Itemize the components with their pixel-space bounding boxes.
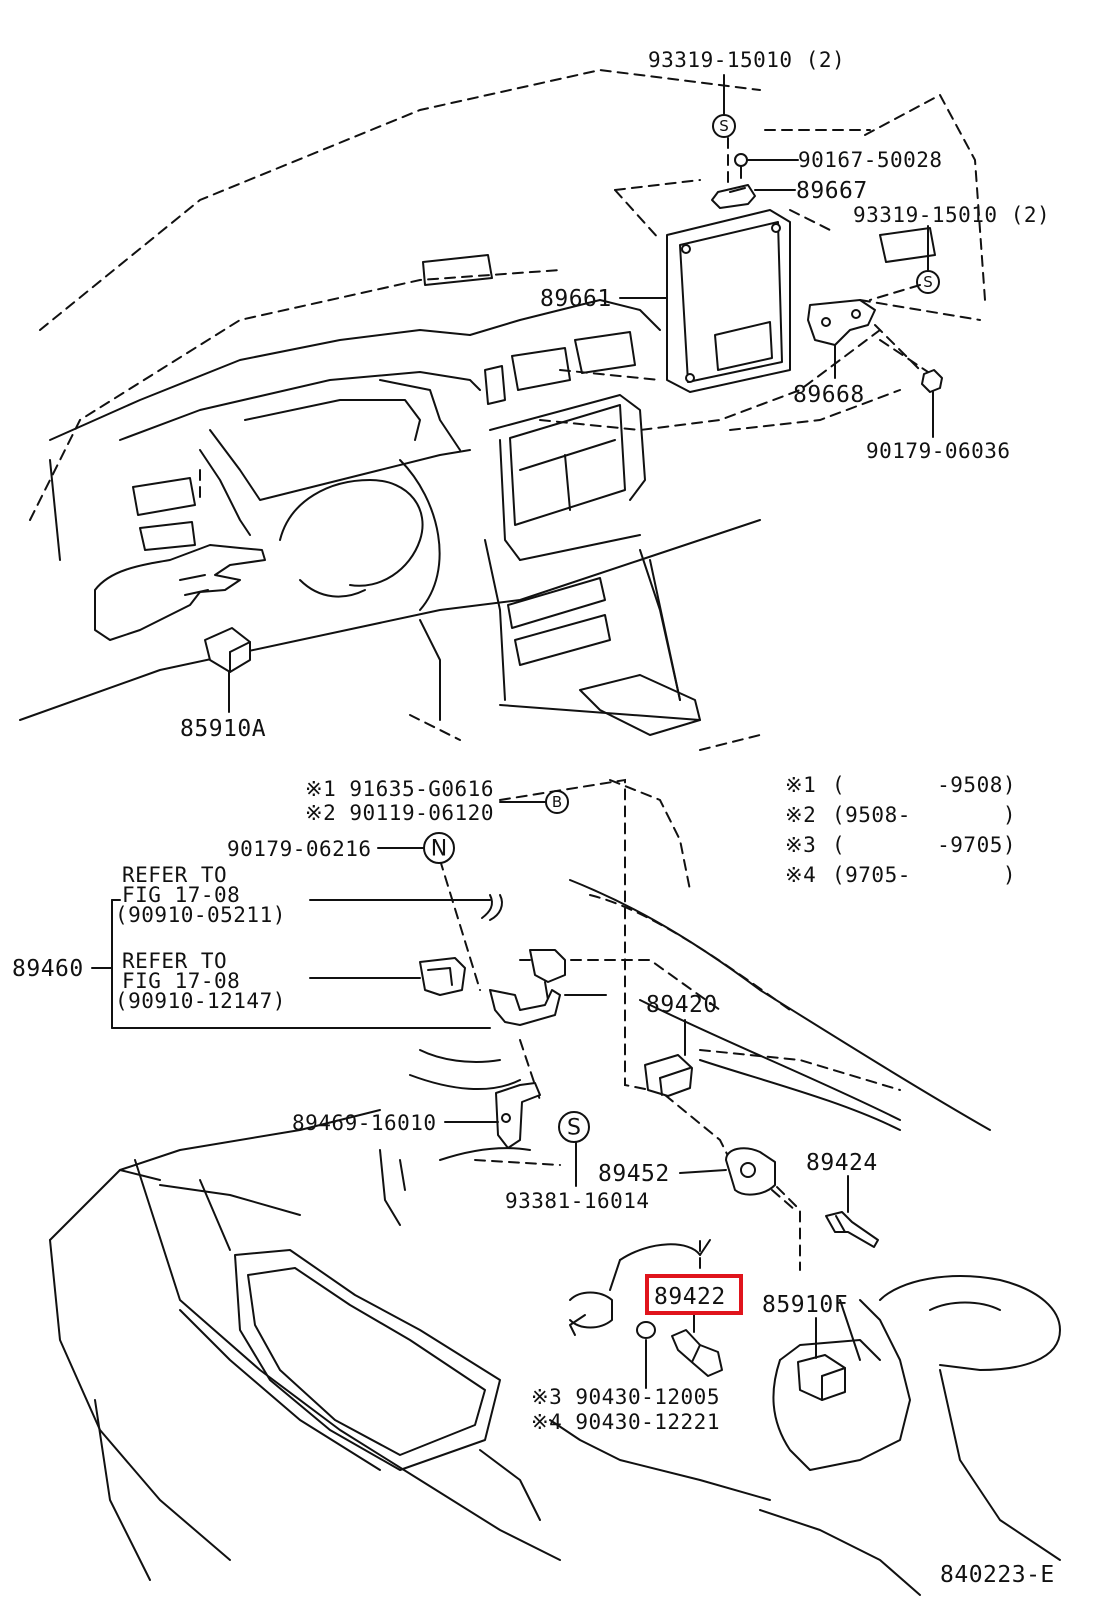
ecu-unit[interactable] [666,209,791,393]
label-gasket4: ※4 90430-12221 [531,1410,720,1434]
figure-code: 840223-E [940,1562,1055,1588]
label-relay-right: 85910F [762,1292,848,1318]
legend-range-1: ( -9508) [832,773,1016,797]
label-gasket3: ※3 90430-12005 [531,1385,720,1409]
label-bolt-b2: ※2 90119-06120 [305,801,494,825]
water-temp-sensor-shape[interactable] [825,1211,879,1248]
symbol-s-bolt: S [558,1111,590,1143]
applicability-legend: ※1 ( -9508) ※2 (9508- ) ※3 ( -9705) ※4 (… [785,773,1016,887]
label-bracket-lower: 89668 [793,382,865,408]
legend-range-2: (9508- ) [832,803,1016,827]
svg-text:B: B [552,793,562,811]
vsv-bracket-assembly[interactable] [489,949,607,1026]
legend-range-4: (9705- ) [832,863,1016,887]
symbol-s-bolt-top: S [712,114,736,138]
gasket-ring-icon[interactable] [636,1321,656,1339]
nut-icon[interactable] [921,369,943,393]
symbol-s-bolt-right: S [916,270,940,294]
symbol-n-nut: N [423,832,455,864]
vsv-89420-shape[interactable] [644,1054,693,1097]
label-highlighted-part: 89422 [654,1284,726,1310]
label-bracket: 89469-16010 [292,1111,437,1135]
label-throttle-sensor: 89452 [598,1161,670,1187]
legend-range-3: ( -9705) [832,833,1016,857]
highlight-box[interactable] [645,1274,743,1315]
hose-shape[interactable] [481,894,503,921]
label-vsv: 89420 [646,992,718,1018]
bracket-89667-shape[interactable] [711,184,756,209]
vsv-left-shape[interactable] [419,957,466,996]
label-screw: 90167-50028 [798,148,943,172]
legend-mark-3: ※3 [785,833,816,857]
bracket-89668-shape[interactable] [807,299,876,346]
label-bolt-b1: ※1 91635-G0616 [305,777,494,801]
label-bracket-upper: 89667 [796,178,868,204]
label-refer1-line2: FIG 17-08 [122,883,240,907]
label-refer2-line1: REFER TO [122,949,227,973]
relay-85910a-shape[interactable] [204,627,251,673]
lower-leader-lines [91,801,849,1389]
label-ecu: 89661 [540,286,612,312]
svg-text:N: N [431,837,447,862]
label-vsv-assy: 89460 [12,956,84,982]
label-water-temp-sensor: 89424 [806,1150,878,1176]
throttle-sensor-shape[interactable] [725,1147,776,1196]
relay-85910f-shape[interactable] [797,1354,846,1401]
legend-mark-4: ※4 [785,863,816,887]
svg-text:S: S [923,273,933,291]
label-bolt-top: 93319-15010 (2) [648,48,845,72]
label-bolt-s: 93381-16014 [505,1189,650,1213]
legend-mark-2: ※2 [785,803,816,827]
legend-mark-1: ※1 [785,773,816,797]
svg-text:S: S [719,117,729,135]
label-relay-left: 85910A [180,716,266,742]
bracket-89469-shape[interactable] [495,1082,541,1149]
label-refer2-line2: FIG 17-08 [122,969,240,993]
screw-icon[interactable] [734,153,748,179]
dashboard-view [19,68,986,751]
upper-leader-lines [228,74,934,713]
symbol-b-bolt: B [545,790,569,814]
svg-text:S: S [567,1116,581,1141]
label-refer1-line1: REFER TO [122,863,227,887]
label-nut-n: 90179-06216 [227,837,372,861]
label-refer2-part: (90910-12147) [115,989,286,1013]
label-nut: 90179-06036 [866,439,1011,463]
sensor-89422-shape[interactable] [671,1329,723,1377]
label-refer1-part: (90910-05211) [115,903,286,927]
label-bolt-right: 93319-15010 (2) [853,203,1050,227]
